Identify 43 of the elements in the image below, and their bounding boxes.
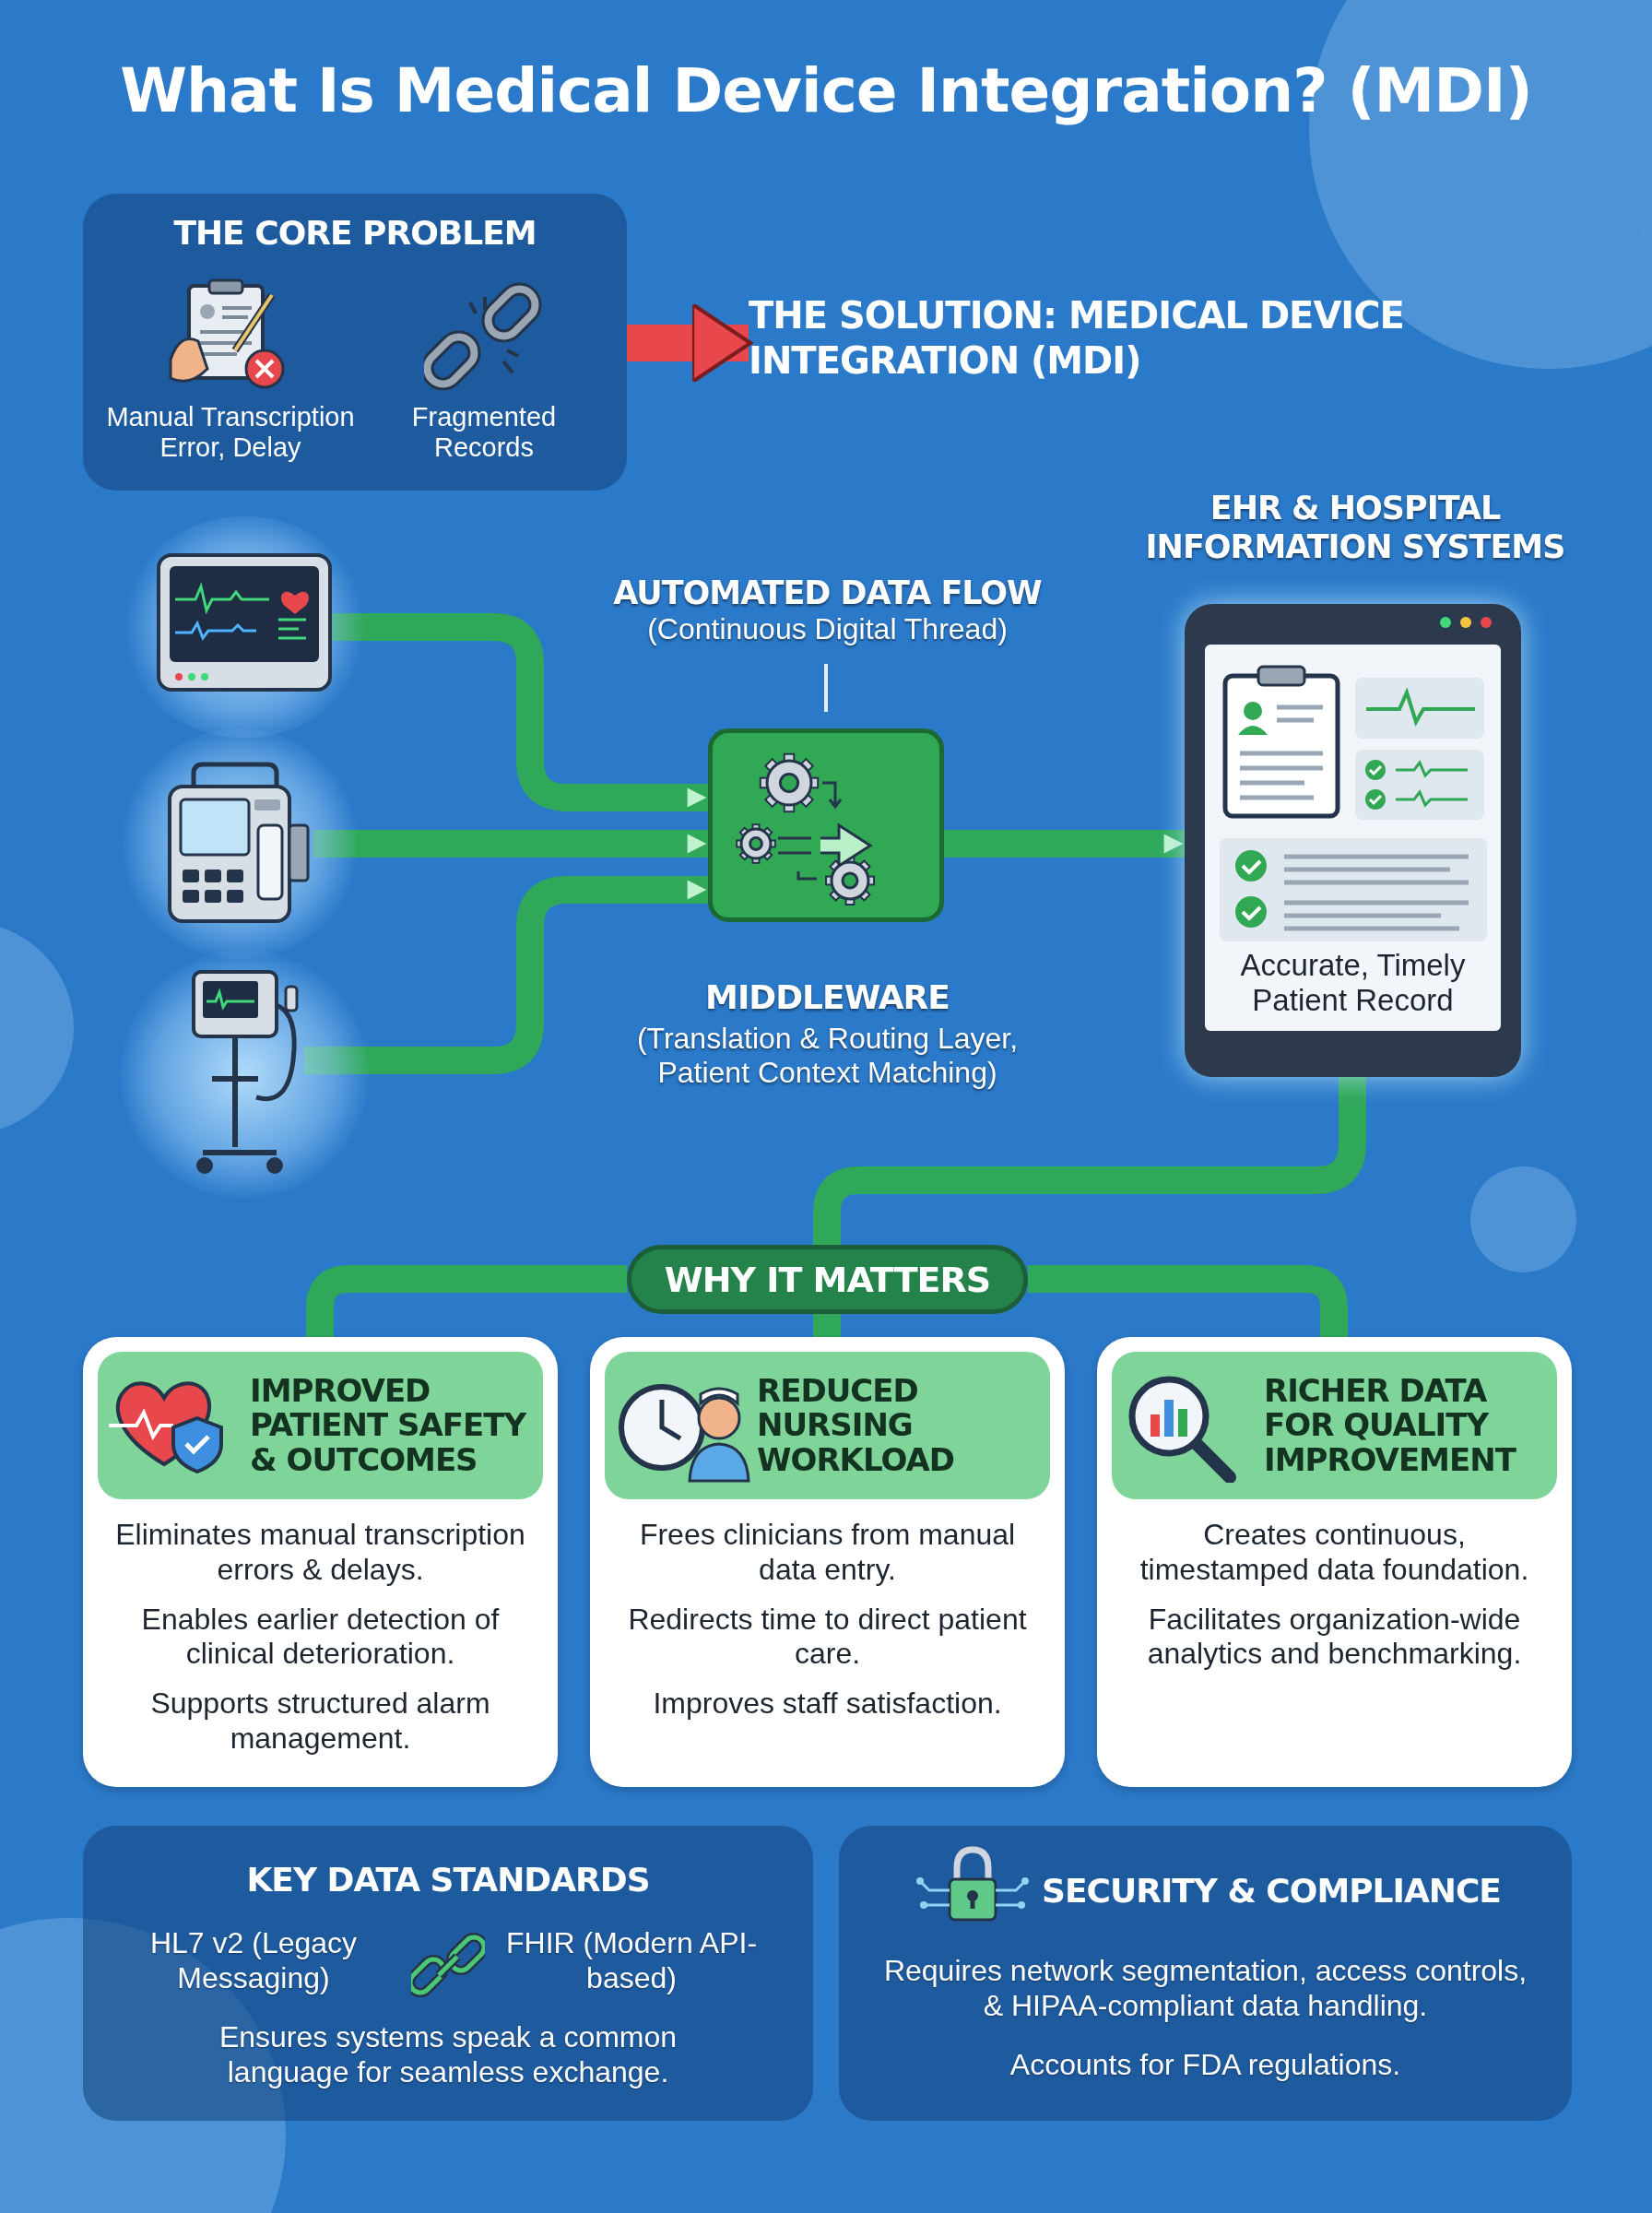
card-title: REDUCED NURSING WORKLOAD bbox=[757, 1370, 955, 1480]
middleware-heading: MIDDLEWARE bbox=[704, 977, 950, 1018]
panel-text: Ensures systems speak a common language for seamless exchange. bbox=[218, 2019, 678, 2090]
item-caption: Fragmented Records bbox=[410, 402, 558, 464]
card-text: Improves staff satisfaction. bbox=[652, 1686, 1003, 1722]
card-title: IMPROVED PATIENT SAFETY & OUTCOMES bbox=[250, 1370, 527, 1480]
connector-pipe bbox=[1028, 1265, 1348, 1337]
panel-heading: SECURITY & COMPLIANCE bbox=[1042, 1872, 1502, 1910]
panel-heading: THE CORE PROBLEM bbox=[172, 214, 537, 252]
flow-subtitle: (Continuous Digital Thread) bbox=[646, 612, 1009, 646]
card-text: Eliminates manual transcription errors & delays. bbox=[114, 1518, 526, 1588]
flow-heading: AUTOMATED DATA FLOW bbox=[612, 574, 1043, 612]
connector-pipe bbox=[306, 1265, 627, 1337]
arrow bbox=[313, 830, 708, 858]
panel-text: Accounts for FDA regulations. bbox=[1009, 2047, 1402, 2083]
benefit-card bbox=[590, 1337, 1065, 1787]
panel-heading: KEY DATA STANDARDS bbox=[245, 1861, 651, 1899]
arrow bbox=[627, 302, 753, 385]
benefit-card bbox=[83, 1337, 558, 1787]
problem-panel bbox=[83, 194, 627, 491]
item-caption: Manual Transcription Error, Delay bbox=[105, 402, 356, 464]
solution-heading: THE SOLUTION: MEDICAL DEVICE INTEGRATION (MDI) bbox=[749, 293, 1578, 395]
standard-name: HL7 v2 (Legacy Messaging) bbox=[148, 1925, 359, 1996]
section-heading-pill: WHY IT MATTERS bbox=[627, 1245, 1028, 1314]
page-title: What Is Medical Device Integration? (MDI) bbox=[119, 55, 1533, 126]
connector-pipe bbox=[813, 1314, 841, 1337]
card-title: RICHER DATA FOR QUALITY IMPROVEMENT bbox=[1264, 1370, 1517, 1480]
benefit-card bbox=[1097, 1337, 1572, 1787]
card-text: Creates continuous, timestamped data foundation. bbox=[1139, 1518, 1530, 1588]
standard-name: FHIR (Modern API-based) bbox=[504, 1925, 759, 1996]
middleware-subtitle: (Translation & Routing Layer, Patient Context Matching) bbox=[635, 1022, 1020, 1090]
arrow bbox=[304, 876, 708, 1074]
card-text: Supports structured alarm management. bbox=[149, 1686, 491, 1757]
card-text: Facilitates organization-wide analytics and benchmarking. bbox=[1146, 1602, 1523, 1672]
panel-text: Requires network segmentation, access controls, & HIPAA-compliant data handling. bbox=[882, 1953, 1528, 2024]
arrow bbox=[944, 830, 1185, 858]
ehr-heading: EHR & HOSPITAL INFORMATION SYSTEMS bbox=[1144, 489, 1566, 566]
security-panel bbox=[839, 1826, 1572, 2121]
card-text: Redirects time to direct patient care. bbox=[627, 1602, 1028, 1672]
record-caption: Accurate, Timely Patient Record bbox=[1239, 948, 1467, 1018]
standards-panel bbox=[83, 1826, 813, 2121]
card-text: Enables earlier detection of clinical deterioration. bbox=[140, 1602, 501, 1672]
card-text: Frees clinicians from manual data entry. bbox=[638, 1518, 1017, 1588]
